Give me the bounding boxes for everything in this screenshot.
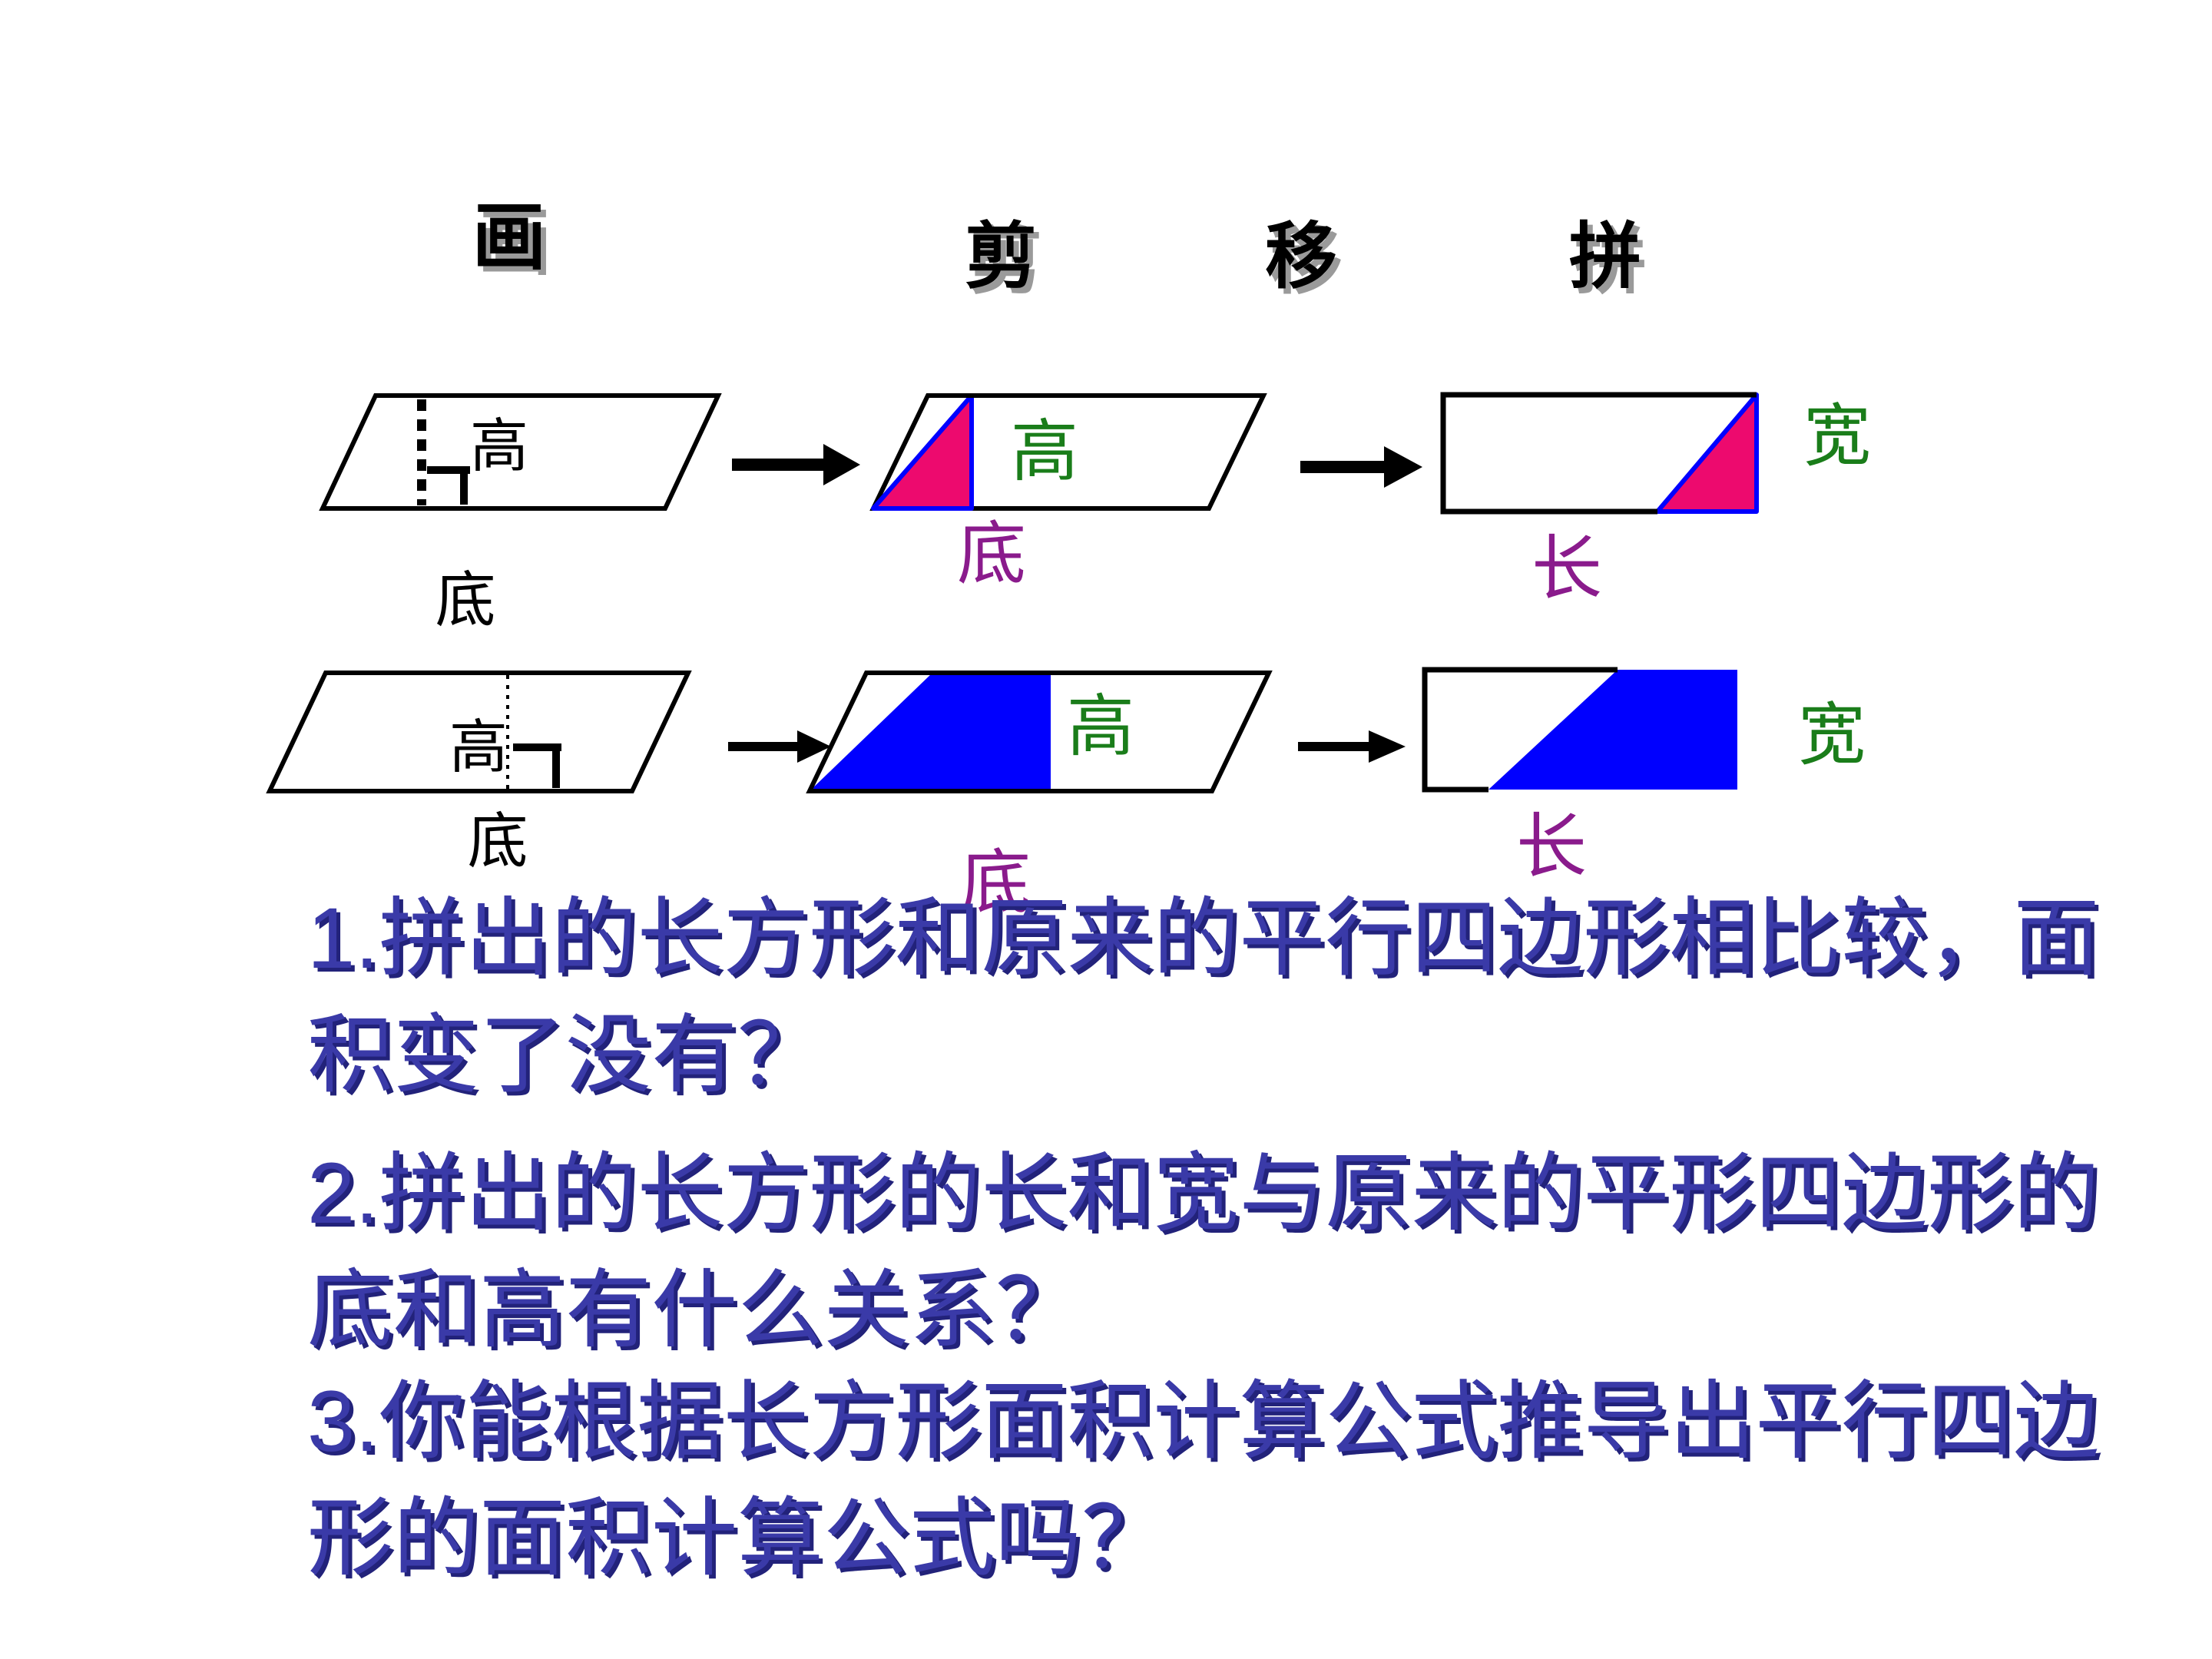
row1-source-height-label: 高 (470, 415, 528, 479)
row2-cut-parallelogram (806, 671, 1273, 793)
row1-pink-triangle-piece (871, 393, 974, 511)
question-2: 2.拼出的长方形的长和宽与原来的平形四边形的 底和高有什么关系？ (307, 1135, 2099, 1369)
row2-source-height-label: 高 (449, 716, 508, 780)
row1-rectangle-pink-triangle (1655, 392, 1759, 514)
header-step-assemble: 拼 (1568, 217, 1642, 297)
header-step-cut: 剪 (964, 217, 1038, 297)
question-2-line-2: 底和高有什么关系？ (307, 1262, 1081, 1358)
row1-arrow-2 (1300, 446, 1422, 488)
question-3: 3.你能根据长方形面积计算公式推导出平行四边 形的面积计算公式吗？ (307, 1363, 2099, 1597)
row2-arrow-1 (728, 730, 831, 763)
header-step-move: 移 (1264, 217, 1338, 297)
question-1-line-2: 积变了没有？ (307, 1007, 823, 1103)
row1-right-angle-mark (427, 466, 470, 505)
row2-rectangle-length-label: 长 (1515, 808, 1588, 886)
question-2-line-1: 2.拼出的长方形的长和宽与原来的平形四边形的 (307, 1145, 2100, 1241)
row2-cut-height-label: 高 (1066, 690, 1135, 765)
row1-cut-height-label: 高 (1010, 416, 1079, 490)
row2-rectangle-outline (1422, 667, 1618, 793)
row1-rectangle-length-label: 长 (1531, 530, 1603, 608)
row2-blue-trapezoid-piece (810, 673, 1051, 791)
row1-rectangle-width-label: 宽 (1803, 400, 1872, 475)
question-1-line-1: 1.拼出的长方形和原来的平行四边形相比较，面 (307, 890, 2100, 986)
question-1: 1.拼出的长方形和原来的平行四边形相比较，面 积变了没有？ (307, 880, 2099, 1114)
row1-cut-base-label: 底 (957, 517, 1026, 593)
header-step-draw: 画 (472, 197, 546, 279)
row1-source-base-label: 底 (435, 568, 496, 635)
row2-rectangle-blue-piece (1488, 670, 1737, 790)
row2-cut-base-label: 底 (959, 844, 1031, 922)
question-3-line-2: 形的面积计算公式吗？ (307, 1490, 1167, 1586)
row1-rectangle-outline (1440, 392, 1757, 515)
row2-source-base-label: 底 (467, 809, 528, 876)
row2-arrow-2 (1298, 730, 1406, 763)
row1-arrow-1 (732, 444, 860, 485)
row2-source-parallelogram (266, 671, 692, 793)
row2-right-angle-mark (513, 743, 561, 788)
row2-rectangle-width-label: 宽 (1797, 699, 1866, 773)
question-3-line-1: 3.你能根据长方形面积计算公式推导出平行四边 (307, 1373, 2100, 1469)
